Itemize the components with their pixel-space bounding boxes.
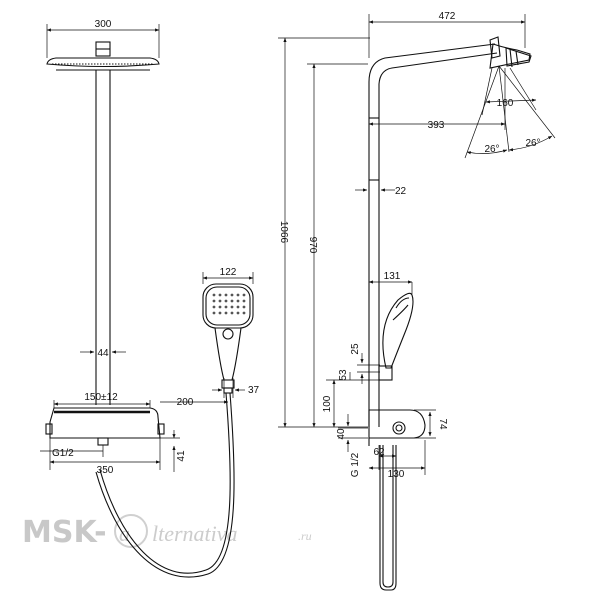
dim-holder-offset: 25 <box>350 343 361 355</box>
dim-holder-gap: 53 <box>338 369 349 381</box>
dim-holder-depth: 37 <box>248 385 260 396</box>
dim-hand-shower-projection: 131 <box>384 271 401 282</box>
hand-shower <box>202 283 254 394</box>
watermark-script: lternativa <box>152 521 238 546</box>
dim-pipe-width: 44 <box>97 348 109 359</box>
dim-hand-shower-width: 122 <box>220 267 237 278</box>
dim-valve-side-height: 74 <box>437 418 448 430</box>
watermark: MSK- a lternativa .ru <box>22 514 312 550</box>
dim-inlet-offset: 40 <box>336 428 347 440</box>
dim-overall-reach: 472 <box>439 11 456 22</box>
front-view <box>45 41 254 578</box>
riser-pipe <box>95 70 111 405</box>
dim-valve-clearance: 100 <box>322 395 333 412</box>
dim-inlet-thread: G1/2 <box>52 448 74 459</box>
dim-valve-depth: 130 <box>388 469 405 480</box>
dim-head-width: 300 <box>95 19 112 30</box>
watermark-glyph: a <box>119 521 130 546</box>
side-view-dimensions <box>278 14 556 475</box>
dim-angle-right: 26° <box>525 138 540 149</box>
dim-column-height: 970 <box>307 237 318 254</box>
shower-hose <box>95 392 235 578</box>
front-view-dimensions <box>40 24 254 472</box>
side-view <box>368 36 532 591</box>
dim-valve-height: 41 <box>176 450 187 462</box>
watermark-suffix: .ru <box>298 529 312 543</box>
thermostat-valve <box>45 407 165 446</box>
dim-valve-offset: 150±12 <box>84 392 118 403</box>
side-shower-head <box>489 36 532 69</box>
side-hand-shower <box>378 292 414 381</box>
overhead-shower-head <box>46 41 160 71</box>
side-hose <box>379 445 397 591</box>
dim-overall-height: 1066 <box>278 221 289 244</box>
dim-head-depth: 160 <box>497 98 514 109</box>
dim-side-inlet-thread: G 1/2 <box>350 452 361 477</box>
side-riser-and-arm <box>368 43 498 427</box>
dim-arm-reach: 200 <box>177 397 194 408</box>
dim-valve-width: 350 <box>97 465 114 476</box>
side-thermostat <box>368 409 426 446</box>
dim-side-pipe-width: 22 <box>395 186 407 197</box>
dim-wall-distance: 62 <box>373 447 385 458</box>
dim-angle-left: 26° <box>484 144 499 155</box>
watermark-brand: MSK- <box>22 515 107 550</box>
dimension-labels: 300 44 150±12 200 122 37 G1/2 350 41 472… <box>52 11 541 480</box>
dim-arm-projection: 393 <box>428 120 445 131</box>
